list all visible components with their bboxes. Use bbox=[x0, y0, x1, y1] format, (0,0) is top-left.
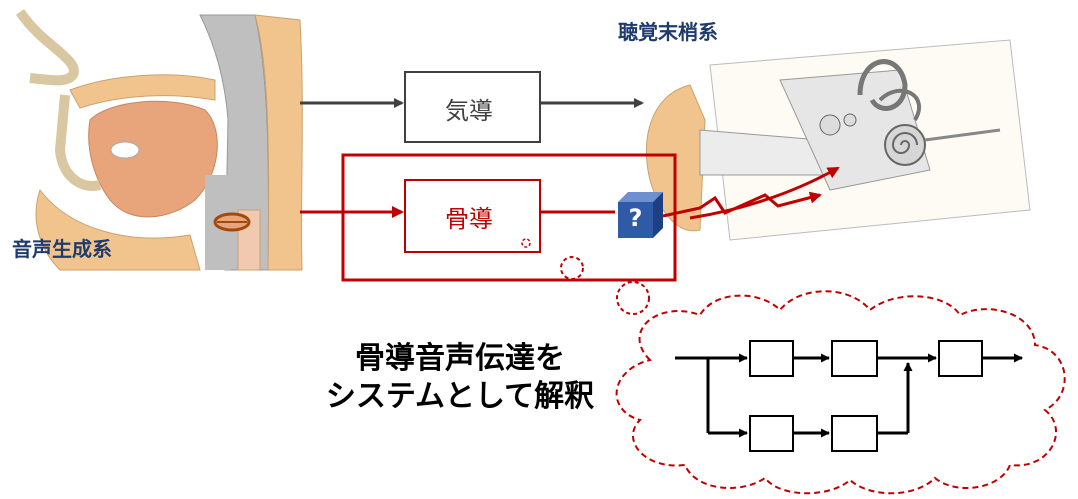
bone-path-arrow bbox=[689, 166, 840, 220]
air-conduction-label: 気導 bbox=[445, 97, 493, 125]
bone-conduction-frame bbox=[341, 153, 677, 282]
caption-line-1: 骨導音声伝達を bbox=[355, 341, 565, 376]
thought-dot-1 bbox=[521, 238, 531, 248]
caption: 骨導音声伝達を システムとして解釈 bbox=[325, 340, 595, 416]
head-illustration bbox=[15, 9, 303, 271]
thought-dot-2 bbox=[560, 256, 584, 280]
thought-dot-3 bbox=[616, 281, 650, 315]
question-mark: ? bbox=[628, 204, 643, 232]
speech-production-label: 音声生成系 bbox=[12, 237, 112, 261]
caption-line-2: システムとして解釈 bbox=[325, 379, 595, 414]
peripheral-auditory-label: 聴覚末梢系 bbox=[618, 20, 718, 44]
bone-conduction-box bbox=[404, 179, 541, 253]
system-block-diagram bbox=[675, 340, 1023, 452]
bone-conduction-label: 骨導 bbox=[445, 205, 493, 233]
ear-illustration bbox=[645, 39, 1031, 241]
thought-cloud bbox=[615, 290, 1066, 495]
vibration-arrow bbox=[662, 191, 822, 218]
air-conduction-box bbox=[404, 71, 541, 143]
question-cube-icon bbox=[618, 192, 663, 238]
